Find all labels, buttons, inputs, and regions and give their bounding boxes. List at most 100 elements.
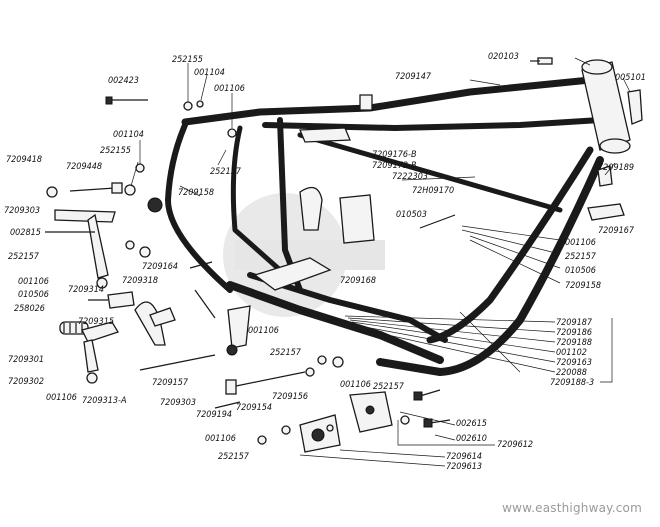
bolts-002615 [413,389,451,428]
label-7209448: 7209448 [66,162,103,172]
label-7209163: 7209163 [556,358,593,368]
stand-7209313A [134,301,176,346]
label-220088: 220088 [556,368,587,378]
bracket-7209612 [349,391,393,433]
label-7209188: 7209188 [556,338,593,348]
label-7209154: 7209154 [236,403,273,413]
label-72H09170: 72H09170 [412,186,455,196]
label-001106-bl: 001106 [46,393,77,403]
label-7209614: 7209614 [446,452,483,462]
label-7209302: 7209302 [8,377,45,387]
label-001106-r: 001106 [565,238,596,248]
label-7209164: 7209164 [142,262,179,272]
washer-252157-m [317,355,327,365]
label-001106-m2: 001106 [340,380,371,390]
label-7209318: 7209318 [122,276,159,286]
knob [147,197,163,213]
label-001106-m: 001106 [248,326,279,336]
label-7209315: 7209315 [78,317,115,327]
label-005101: 005101 [615,73,646,83]
loose-parts [45,57,643,453]
pin-7209318 [194,289,216,319]
nut-001106-b [257,435,267,445]
website-watermark: www.easthighway.com [502,501,642,515]
label-7209301: 7209301 [8,355,45,365]
leader-lines [130,57,631,467]
label-001104-top: 001104 [194,68,225,78]
nut-001106 [227,128,237,138]
label-002423: 002423 [108,76,139,86]
label-252155-top: 252155 [172,55,203,65]
label-7209313A: 7209313-A [82,396,127,406]
bolt-020103 [530,57,553,65]
label-002815: 002815 [10,228,41,238]
bolt-002423 [105,96,148,105]
label-7209176B: 7209176-B [372,150,417,160]
bracket-7209314 [107,291,135,309]
label-7209418: 7209418 [6,155,43,165]
label-002610: 002610 [456,434,487,444]
footrest-7209301 [81,321,119,384]
nut-001106-m2 [332,356,344,368]
label-020103: 020103 [488,52,519,62]
label-010506-l: 010506 [18,290,49,300]
washer-252157-m3 [400,415,410,425]
label-001104-left: 001104 [113,130,144,140]
washer-252155-left [124,184,136,196]
bolt-010503 [419,214,456,229]
steering-head [581,59,631,154]
label-7209186: 7209186 [556,328,593,338]
label-7209157: 7209157 [152,378,189,388]
bolt-7209194 [214,401,241,409]
label-010503: 010503 [396,210,427,220]
nut-001106-l [139,246,151,258]
label-252155-left: 252155 [100,146,131,156]
washer-252155 [183,101,193,111]
label-252157-b2: 252157 [218,452,249,462]
label-001106-l: 001106 [18,277,49,287]
pin-7209164 [189,261,213,269]
label-7209147: 7209147 [395,72,432,82]
clip-7209173B [339,194,375,244]
nut-7209418 [46,186,58,198]
label-252157-b: 252157 [8,252,39,262]
bolt-7209156 [225,367,315,395]
label-7209613: 7209613 [446,462,483,472]
bracket-7209167 [587,203,625,221]
washer-252157-b2 [281,425,291,435]
motorcycle-frame [165,59,631,376]
label-252157-a: 252157 [210,167,241,177]
rod-7209157 [139,354,216,371]
label-001106-b: 001106 [205,434,236,444]
footrest-arm-7209303 [54,209,116,289]
clip-7209176B [299,186,323,231]
label-001106-top: 001106 [214,84,245,94]
label-252157-r: 252157 [565,252,596,262]
label-7209303-b: 7209303 [160,398,197,408]
label-252157-m2: 252157 [373,382,404,392]
label-7209156: 7209156 [272,392,309,402]
label-7209194: 7209194 [196,410,233,420]
label-7209188-3: 7209188-3 [550,378,595,388]
bolt-7209448 [69,182,123,194]
label-002615: 002615 [456,419,487,429]
label-7209173B: 7209173-B [372,161,417,171]
label-7209158-r: 7209158 [565,281,602,291]
label-7222303: 7222303 [392,172,429,182]
switch-7209614 [299,414,341,453]
label-7209158-a: 7209158 [178,188,215,198]
label-258026: 258026 [14,304,45,314]
washer-252157-b [125,240,135,250]
label-001102: 001102 [556,348,587,358]
lever-7209303-b [226,305,251,356]
label-7209314: 7209314 [68,285,105,295]
label-7209187: 7209187 [556,318,593,328]
label-010506-r: 010506 [565,266,596,276]
label-7209612: 7209612 [497,440,534,450]
label-252157-m: 252157 [270,348,301,358]
label-7209303: 7209303 [4,206,41,216]
label-7209168: 7209168 [340,276,377,286]
nut-001104 [196,100,204,108]
label-7209167: 7209167 [598,226,635,236]
